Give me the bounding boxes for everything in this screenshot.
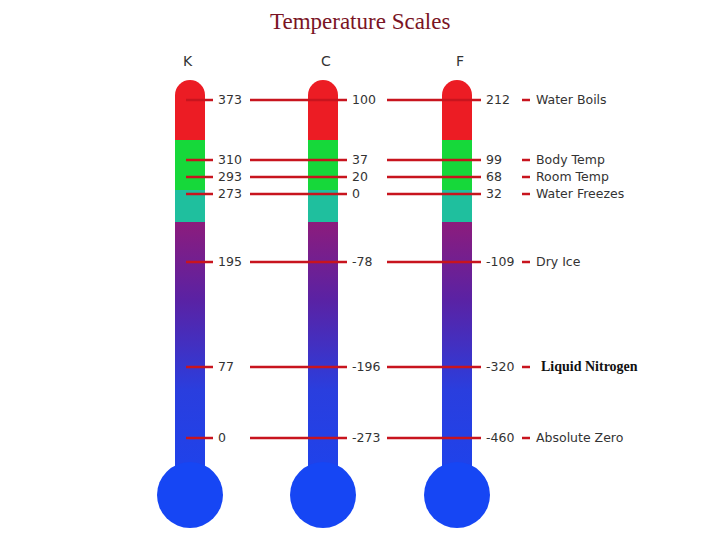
temperature-value: 0 — [352, 187, 360, 201]
temperature-value: -109 — [486, 255, 514, 269]
temperature-value: 195 — [218, 255, 242, 269]
temperature-value: 273 — [218, 187, 242, 201]
temperature-value: 20 — [352, 170, 368, 184]
reference-point-label: Water Freezes — [536, 187, 624, 201]
scale-line — [387, 99, 481, 102]
scale-line — [522, 366, 530, 369]
scale-letter: F — [456, 54, 464, 69]
scale-line — [186, 159, 213, 162]
scale-line — [186, 99, 213, 102]
temperature-value: 77 — [218, 360, 234, 374]
scale-line — [522, 176, 530, 179]
scale-letter: K — [183, 54, 192, 69]
reference-point-label: Liquid Nitrogen — [541, 359, 638, 374]
scale-line — [387, 437, 481, 440]
scale-line — [387, 193, 481, 196]
celsius-thermometer — [290, 80, 356, 528]
diagram-title: Temperature Scales — [270, 9, 450, 34]
temperature-value: -78 — [352, 255, 372, 269]
temperature-value: 68 — [486, 170, 502, 184]
scale-line — [387, 176, 481, 179]
temperature-value: 0 — [218, 431, 226, 445]
reference-point-label: Dry Ice — [536, 255, 580, 269]
scale-line — [250, 261, 347, 264]
temperature-value: 212 — [486, 93, 510, 107]
reference-point-label: Room Temp — [536, 170, 609, 184]
temperature-value: 293 — [218, 170, 242, 184]
temperature-value: 100 — [352, 93, 376, 107]
scale-letter: C — [321, 54, 331, 69]
scale-line — [250, 99, 347, 102]
scale-line — [522, 437, 530, 440]
scale-line — [522, 193, 530, 196]
scale-line — [186, 366, 213, 369]
temperature-value: -273 — [352, 431, 380, 445]
temperature-value: -320 — [486, 360, 514, 374]
scale-lines — [186, 100, 530, 438]
scale-line — [250, 193, 347, 196]
scale-line — [186, 176, 213, 179]
scale-line — [250, 176, 347, 179]
reference-point-label: Water Boils — [536, 93, 607, 107]
scale-line — [250, 159, 347, 162]
temperature-value: -460 — [486, 431, 514, 445]
temperature-value: 37 — [352, 153, 368, 167]
scale-line — [250, 437, 347, 440]
temperature-value: 32 — [486, 187, 502, 201]
reference-point-label: Absolute Zero — [536, 431, 623, 445]
scale-line — [387, 366, 481, 369]
scale-line — [186, 261, 213, 264]
fahrenheit-thermometer — [424, 80, 490, 528]
scale-line — [387, 261, 481, 264]
scale-line — [387, 159, 481, 162]
temperature-value: 310 — [218, 153, 242, 167]
scale-line — [522, 159, 530, 162]
temperature-value: 99 — [486, 153, 502, 167]
temperature-value: 373 — [218, 93, 242, 107]
reference-point-label: Body Temp — [536, 153, 605, 167]
scale-line — [186, 193, 213, 196]
scale-line — [522, 99, 530, 102]
scale-line — [186, 437, 213, 440]
kelvin-thermometer — [157, 80, 223, 528]
temperature-value: -196 — [352, 360, 380, 374]
scale-line — [250, 366, 347, 369]
scale-line — [522, 261, 530, 264]
